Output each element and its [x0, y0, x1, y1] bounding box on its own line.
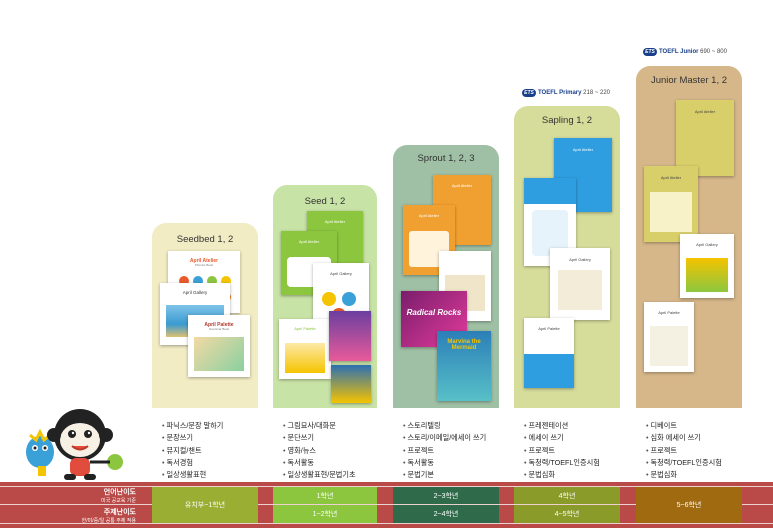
grade-cell-sapling-topic: 4~5학년 — [514, 505, 620, 523]
book-cover[interactable]: April Gallery — [550, 248, 610, 320]
level-title: Seed 1, 2 — [304, 196, 346, 207]
level-title: Sapling 1, 2 — [541, 115, 593, 126]
grade-cell-sapling-language: 4학년 — [514, 487, 620, 504]
level-column-sapling: Sapling 1, 2 April Atelier April Gallery… — [514, 106, 620, 408]
level-column-sprout: Sprout 1, 2, 3 April Atelier April Ateli… — [393, 145, 499, 408]
book-cover[interactable]: April Palette — [644, 302, 694, 372]
book-cover[interactable]: April Palette — [524, 318, 574, 388]
book-cover[interactable]: Radical Rocks — [401, 291, 467, 347]
level-column-junior-master: Junior Master 1, 2 April Atelier April A… — [636, 66, 742, 408]
book-cover[interactable]: April Palette Grammar Book — [188, 315, 250, 377]
grade-cell-seed-topic: 1~2학년 — [273, 505, 377, 523]
grade-cell-junior-master: 5~6학년 — [636, 487, 742, 523]
language-difficulty-label: 언어난이도 미국 공교육 기준 — [101, 489, 136, 504]
topic-difficulty-label: 주제난이도 한/미/중/일 공통 주제 적용 — [81, 509, 136, 524]
ets-logo-icon: ETS — [522, 89, 536, 97]
grade-cell-sprout-language: 2~3학년 — [393, 487, 499, 504]
book-cover[interactable]: April Atelier — [403, 205, 455, 275]
grade-cell-seed-language: 1학년 — [273, 487, 377, 504]
feature-list-sprout: 스토리텔링 스토리/이메일/에세이 쓰기 프로젝트 독서활동 문법기본 — [403, 420, 487, 481]
book-cover[interactable]: April Atelier — [644, 166, 698, 242]
level-column-seed: Seed 1, 2 April Atelier April Atelier Ap… — [273, 185, 377, 408]
ets-logo-icon: ETS — [643, 48, 657, 56]
book-cover[interactable] — [331, 365, 371, 403]
grade-cell-seedbed: 유치부~1학년 — [152, 487, 258, 523]
book-cover[interactable]: April Atelier — [676, 100, 734, 176]
feature-list-junior-master: 디베이트 심화 에세이 쓰기 프로젝트 독청력/TOEFL인증시험 문법심화 — [646, 420, 722, 481]
feature-list-seed: 그림묘사/대화문 문단쓰기 영화/뉴스 독서활동 일상생활표현/문법기초 — [283, 420, 356, 481]
book-cover[interactable] — [329, 311, 371, 361]
book-cover[interactable]: April Gallery — [680, 234, 734, 298]
book-cover[interactable]: Marvina the Mermaid — [437, 331, 491, 401]
level-title: Junior Master 1, 2 — [650, 75, 728, 86]
level-column-seedbed: Seedbed 1, 2 April Atelier Phonics Book … — [152, 223, 258, 408]
book-cover[interactable]: April Palette — [279, 319, 331, 379]
level-title: Seedbed 1, 2 — [176, 234, 234, 245]
feature-list-sapling: 프레젠테이션 에세이 쓰기 프로젝트 독청력/TOEFL인증시험 문법심화 — [524, 420, 600, 481]
difficulty-track: 언어난이도 미국 공교육 기준 주제난이도 한/미/중/일 공통 주제 적용 유… — [0, 482, 773, 528]
level-title: Sprout 1, 2, 3 — [417, 153, 475, 164]
mascot-illustration — [20, 400, 130, 485]
grade-cell-sprout-topic: 2~4학년 — [393, 505, 499, 523]
feature-list-seedbed: 파닉스/문장 말하기 문장쓰기 뮤지컬/챈트 독서경험 일상생활표현 — [162, 420, 224, 481]
